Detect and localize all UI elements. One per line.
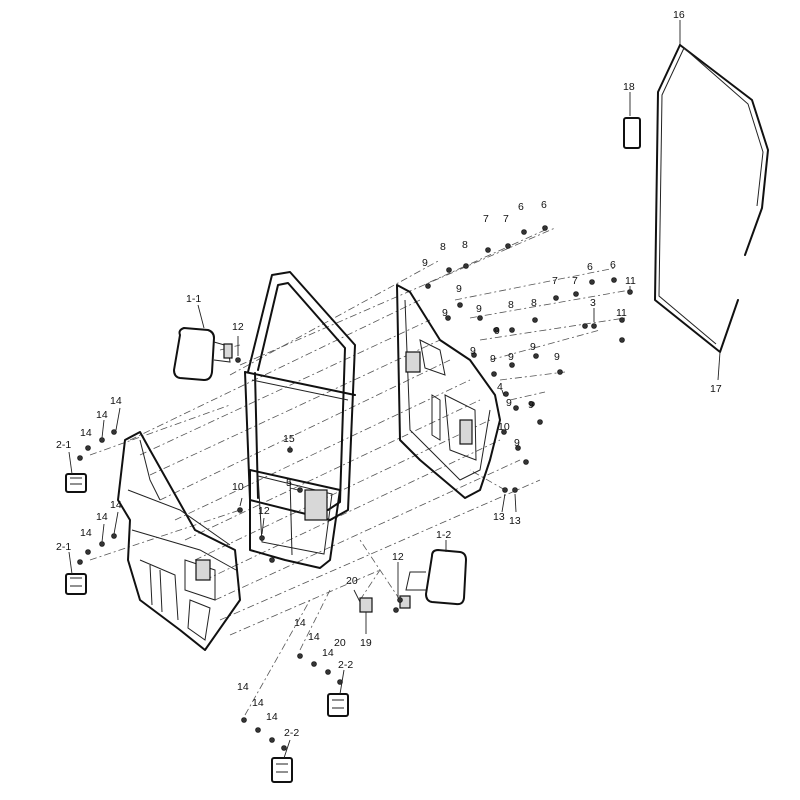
leader-lines	[68, 20, 721, 759]
callout-7: 7	[503, 213, 509, 225]
callout-13: 13	[493, 511, 505, 523]
callout-3: 3	[590, 297, 596, 309]
callout-12: 12	[392, 551, 404, 563]
callout-17: 17	[710, 383, 722, 395]
callout-9: 9	[490, 353, 496, 365]
callout-14: 14	[237, 681, 249, 693]
callout-13: 13	[509, 515, 521, 527]
mirror-icon	[173, 327, 233, 381]
callout-6: 6	[587, 261, 593, 273]
weather-strip-icon	[654, 44, 769, 353]
callout-14: 14	[252, 697, 264, 709]
callout-5: 5	[286, 477, 292, 489]
bolt-icon	[77, 225, 633, 751]
callout-6: 6	[541, 199, 547, 211]
callout-16: 16	[673, 9, 685, 21]
callout-9: 9	[422, 257, 428, 269]
callout-20: 20	[346, 575, 358, 587]
callout-7: 7	[483, 213, 489, 225]
callout-9: 9	[494, 325, 500, 337]
callout-8: 8	[440, 241, 446, 253]
hinge-icon	[271, 757, 293, 783]
callout-10: 10	[232, 481, 244, 493]
callout-1-1: 1-1	[186, 293, 201, 305]
assembly-guide-lines	[89, 227, 631, 716]
callout-9: 9	[442, 307, 448, 319]
callout-8: 8	[508, 299, 514, 311]
callout-9: 9	[476, 303, 482, 315]
callout-14: 14	[322, 647, 334, 659]
latch-icon	[359, 597, 373, 613]
callout-9: 9	[508, 351, 514, 363]
callout-12: 12	[232, 321, 244, 333]
callout-9: 9	[528, 399, 534, 411]
callout-2-1: 2-1	[56, 439, 71, 451]
callout-14: 14	[266, 711, 278, 723]
callout-18: 18	[623, 81, 635, 93]
door-panel-inner	[396, 284, 501, 499]
door-panel-lower	[117, 431, 241, 651]
callout-14: 14	[294, 617, 306, 629]
callout-14: 14	[96, 511, 108, 523]
callout-9: 9	[506, 397, 512, 409]
callout-12: 12	[258, 505, 270, 517]
callout-7: 7	[552, 275, 558, 287]
callout-2-2: 2-2	[284, 727, 299, 739]
callout-9: 9	[530, 341, 536, 353]
callout-14: 14	[110, 499, 122, 511]
callout-14: 14	[308, 631, 320, 643]
callout-14: 14	[80, 527, 92, 539]
callout-8: 8	[462, 239, 468, 251]
callout-11: 11	[625, 275, 636, 287]
callout-14: 14	[80, 427, 92, 439]
callout-6: 6	[518, 201, 524, 213]
callout-14: 14	[96, 409, 108, 421]
callout-6: 6	[610, 259, 616, 271]
callout-14: 14	[110, 395, 122, 407]
callout-11: 11	[616, 307, 627, 319]
callout-labels: 1-1 1-2 2-1 2-1 2-2 2-2 3 4 5 6 6 6 6 7 …	[56, 9, 722, 739]
callout-1-2: 1-2	[436, 529, 451, 541]
callout-10: 10	[498, 421, 510, 433]
callout-15: 15	[283, 433, 295, 445]
callout-4: 4	[497, 381, 503, 393]
callout-8: 8	[531, 297, 537, 309]
mirror-icon	[399, 549, 467, 609]
hinge-icon	[65, 573, 87, 595]
callout-2-2: 2-2	[338, 659, 353, 671]
seal-strip-icon	[623, 117, 641, 149]
callout-19: 19	[360, 637, 372, 649]
callout-7: 7	[572, 275, 578, 287]
hinge-icon	[65, 473, 87, 493]
callout-20: 20	[334, 637, 346, 649]
callout-9: 9	[456, 283, 462, 295]
callout-9: 9	[514, 437, 520, 449]
hinge-icon	[327, 693, 349, 717]
door-frame	[244, 271, 356, 569]
callout-9: 9	[470, 345, 476, 357]
callout-2-1: 2-1	[56, 541, 71, 553]
callout-9: 9	[554, 351, 560, 363]
